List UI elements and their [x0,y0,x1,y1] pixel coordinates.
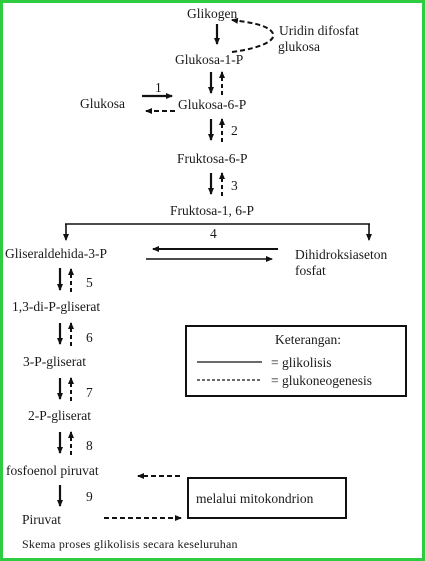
node-fruktosa-1-6-p: Fruktosa-1, 6-P [170,203,254,218]
step-7: 7 [86,385,93,400]
step-9: 9 [86,489,93,504]
node-dihidroksiaseton-line1: Dihidroksiaseton [295,247,388,262]
step-8: 8 [86,438,93,453]
legend-solid-label: = glikolisis [271,355,332,370]
node-piruvat: Piruvat [22,512,61,527]
node-fruktosa-6-p: Fruktosa-6-P [177,151,248,166]
node-2-p-gliserat: 2-P-gliserat [28,408,91,423]
node-glikogen: Glikogen [187,6,238,21]
node-glukosa-1-p: Glukosa-1-P [175,52,244,67]
mitokondrion-label: melalui mitokondrion [196,491,314,506]
node-fosfoenol-piruvat: fosfoenol piruvat [6,463,99,478]
legend-dashed-label: = glukoneogenesis [271,373,372,388]
step-2: 2 [231,123,238,138]
node-glukosa-6-p: Glukosa-6-P [178,97,247,112]
node-udp-glukosa-line2: glukosa [278,39,320,54]
node-3-p-gliserat: 3-P-gliserat [23,354,86,369]
step-3: 3 [231,178,238,193]
node-dihidroksiaseton-line2: fosfat [295,263,326,278]
legend-box [185,325,407,397]
figure-caption: Skema proses glikolisis secara keseluruh… [22,537,238,551]
step-6: 6 [86,330,93,345]
step-4: 4 [210,226,217,241]
node-gliseraldehida-3-p: Gliseraldehida-3-P [5,246,107,261]
node-1-3-di-p-gliserat: 1,3-di-P-gliserat [12,299,101,314]
node-udp-glukosa-line1: Uridin difosfat [279,23,359,38]
step-5: 5 [86,275,93,290]
node-glukosa: Glukosa [80,96,125,111]
legend-title: Keterangan: [275,332,341,347]
arrow-udp-curve [231,17,275,53]
mitokondrion-box [187,477,347,519]
step-1: 1 [155,80,162,95]
